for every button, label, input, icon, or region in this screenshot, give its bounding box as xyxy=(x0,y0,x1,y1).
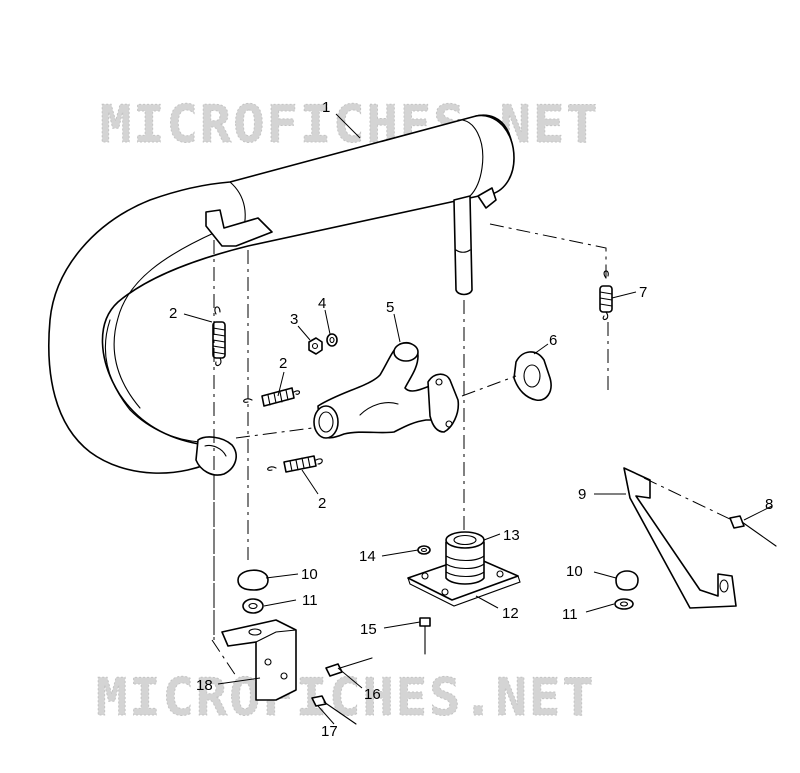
grommet-right xyxy=(615,570,639,591)
callout-16: 16 xyxy=(364,686,381,703)
assembly-lines xyxy=(211,223,733,677)
callout-10a: 10 xyxy=(301,566,318,583)
watermark-top: MICROFICHES.NET xyxy=(100,95,600,155)
callout-13: 13 xyxy=(503,527,520,544)
callout-5: 5 xyxy=(386,299,394,316)
callout-11b: 11 xyxy=(562,606,578,623)
exhaust-spring-right xyxy=(599,270,613,321)
callout-15: 15 xyxy=(360,621,377,638)
callout-11a: 11 xyxy=(302,592,318,609)
callout-3: 3 xyxy=(290,311,298,328)
exhaust-spring-middle xyxy=(243,387,301,407)
washer-right xyxy=(614,598,634,610)
grommet-left xyxy=(237,569,269,591)
callout-1: 1 xyxy=(322,99,330,116)
nut xyxy=(308,337,323,355)
callout-12: 12 xyxy=(502,605,519,622)
callout-4: 4 xyxy=(318,295,326,312)
rubber-mount xyxy=(407,531,521,607)
exhaust-y-pipe xyxy=(313,341,460,439)
exhaust-spring-lower xyxy=(267,455,323,473)
callout-17: 17 xyxy=(321,723,338,740)
callout-8: 8 xyxy=(765,496,773,513)
callout-2c: 2 xyxy=(318,495,326,512)
washer-left xyxy=(242,598,264,614)
callout-2a: 2 xyxy=(169,305,177,322)
bolt-upper xyxy=(325,657,373,677)
mount-bolt xyxy=(419,617,431,655)
callout-14: 14 xyxy=(359,548,376,565)
callout-9: 9 xyxy=(578,486,586,503)
callouts: 1 2 2 2 3 4 5 6 7 8 9 10 10 11 11 12 13 … xyxy=(169,99,773,740)
washer-mount xyxy=(417,545,431,555)
washer-small xyxy=(326,333,338,347)
mounting-bracket-left xyxy=(221,619,297,701)
exhaust-spring-vertical xyxy=(212,306,226,367)
callout-10b: 10 xyxy=(566,563,583,580)
watermark-bottom: MICROFICHES.NET xyxy=(96,668,596,728)
callout-7: 7 xyxy=(639,284,647,301)
callout-18: 18 xyxy=(196,677,213,694)
bolt-lower xyxy=(311,695,357,725)
bolt-rear xyxy=(729,515,777,547)
leader-lines xyxy=(183,113,773,725)
mounting-bracket-right xyxy=(623,467,737,609)
muffler xyxy=(47,114,515,476)
callout-6: 6 xyxy=(549,332,557,349)
exhaust-gasket xyxy=(513,351,552,402)
callout-2b: 2 xyxy=(279,355,287,372)
